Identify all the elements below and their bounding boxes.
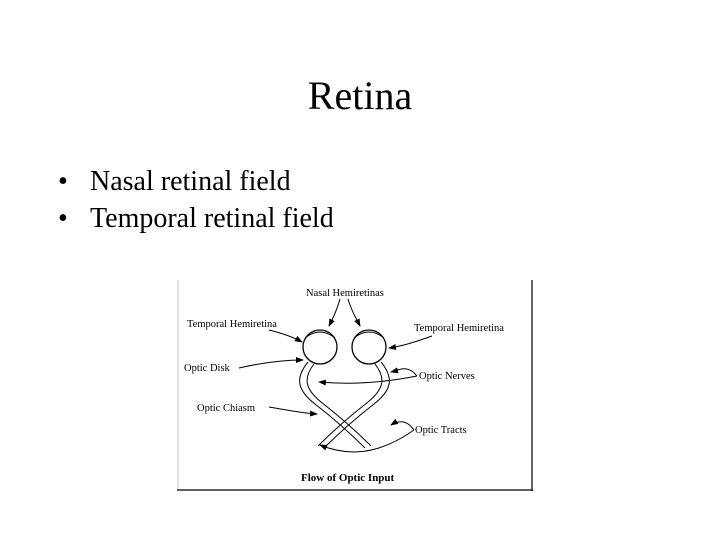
optic-pathway-lines — [299, 361, 390, 449]
label-optic-tracts: Optic Tracts — [415, 425, 467, 436]
arrow-temporal-left — [268, 329, 303, 343]
label-optic-disk: Optic Disk — [184, 363, 231, 374]
arrow-optic-nerves-left — [318, 375, 418, 386]
bullet-list: • Nasal retinal field • Temporal retinal f… — [58, 163, 334, 237]
bullet-item-temporal: • Temporal retinal field — [58, 200, 334, 237]
arrow-optic-tracts-left — [319, 429, 415, 453]
bullet-text: Nasal retinal field — [90, 166, 291, 197]
slide-title: Retina — [307, 73, 413, 118]
arrow-nasal-right — [347, 298, 361, 327]
label-temporal-hemiretina-right: Temporal Hemiretina — [414, 323, 504, 334]
pointer-arrows — [238, 298, 433, 453]
label-temporal-hemiretina-left: Temporal Hemiretina — [187, 319, 277, 330]
bullet-text: Temporal retinal field — [90, 203, 334, 234]
label-optic-nerves: Optic Nerves — [419, 371, 475, 382]
arrow-optic-disk — [238, 357, 304, 369]
left-eye — [302, 329, 338, 365]
optic-pathway-diagram: Nasal Hemiretinas Temporal Hemiretina Te… — [177, 280, 533, 491]
bullet-item-nasal: • Nasal retinal field — [58, 163, 334, 200]
arrow-nasal-left — [328, 298, 341, 327]
arrow-optic-nerves-right — [390, 367, 418, 377]
right-eye — [351, 329, 387, 365]
arrow-temporal-right — [388, 335, 433, 350]
bullet-dot: • — [58, 166, 68, 197]
arrow-optic-tracts-right — [390, 418, 415, 431]
label-nasal-hemiretinas: Nasal Hemiretinas — [306, 288, 384, 299]
bullet-dot: • — [58, 203, 68, 234]
optic-pathway-figure: Nasal Hemiretinas Temporal Hemiretina Te… — [177, 280, 533, 491]
arrow-optic-chiasm — [268, 406, 318, 417]
diagram-caption: Flow of Optic Input — [301, 472, 395, 484]
label-optic-chiasm: Optic Chiasm — [197, 403, 255, 414]
